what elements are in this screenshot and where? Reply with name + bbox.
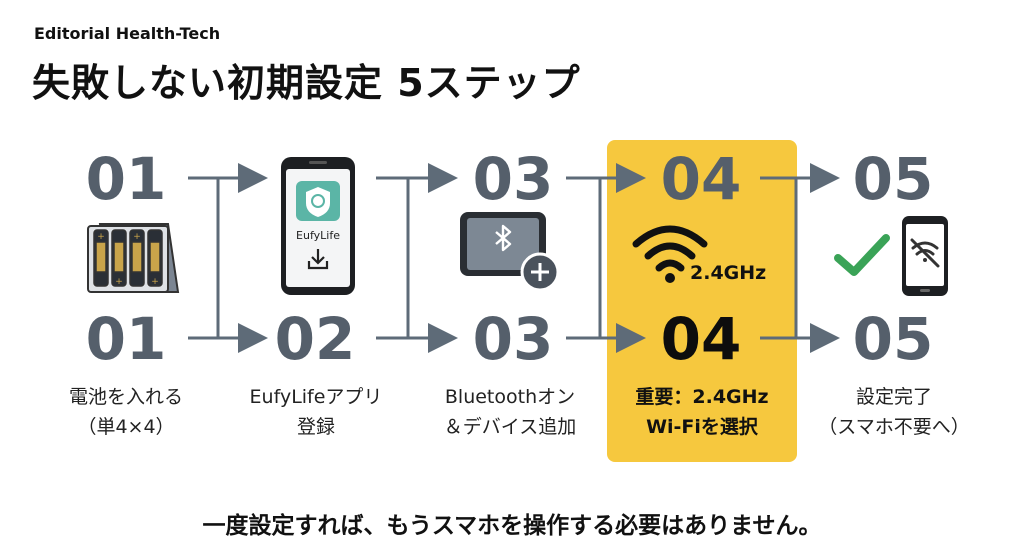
- step4-highlight-panel: [607, 140, 797, 462]
- step4-label-line2: Wi-Fiを選択: [646, 416, 758, 438]
- battery-pack-icon: + + + +: [87, 223, 180, 293]
- svg-text:+: +: [97, 232, 105, 242]
- step2-label-line1: EufyLifeアプリ: [249, 386, 383, 408]
- step4-number: 04: [660, 305, 742, 373]
- svg-text:+: +: [151, 277, 159, 287]
- check-icon: [834, 234, 890, 276]
- svg-text:+: +: [133, 232, 141, 242]
- step1-label-line1: 電池を入れる: [68, 386, 183, 408]
- step3-label: Bluetoothオン ＆デバイス追加: [420, 382, 600, 442]
- step3-label-line2: ＆デバイス追加: [443, 416, 577, 438]
- phone-app-icon: EufyLife: [281, 157, 355, 295]
- step5-label-line1: 設定完了: [855, 386, 932, 408]
- step3-label-line1: Bluetoothオン: [444, 386, 576, 408]
- step4-label-line1: 重要：2.4GHz: [635, 386, 769, 408]
- step1-top-number: 01: [85, 145, 167, 213]
- step2-label-line2: 登録: [296, 416, 335, 438]
- step1-label-line2: （単4×4）: [77, 416, 175, 438]
- step3-top-number: 03: [472, 145, 554, 213]
- svg-text:+: +: [115, 277, 123, 287]
- step5-number: 05: [852, 305, 934, 373]
- wifi-icon: [632, 225, 708, 283]
- phone-wifi-off-icon: [902, 216, 948, 296]
- step3-number: 03: [472, 305, 554, 373]
- step2-number: 02: [274, 305, 356, 373]
- step2-label: EufyLifeアプリ 登録: [226, 382, 406, 442]
- app-name-text: EufyLife: [296, 229, 340, 242]
- step1-label: 電池を入れる （単4×4）: [36, 382, 216, 442]
- step4-label: 重要：2.4GHz Wi-Fiを選択: [612, 382, 792, 442]
- plus-icon: [520, 252, 560, 292]
- step5-label-line2: （スマホ不要へ）: [818, 416, 970, 438]
- wifi-band-label: 2.4GHz: [690, 262, 767, 284]
- download-icon: [307, 249, 329, 270]
- step4-top-number: 04: [660, 145, 742, 213]
- step5-label: 設定完了 （スマホ不要へ）: [804, 382, 984, 442]
- brand-label: Editorial Health-Tech: [34, 24, 221, 43]
- footer-message: 一度設定すれば、もうスマホを操作する必要はありません。: [202, 513, 822, 539]
- step1-number: 01: [85, 305, 167, 373]
- bluetooth-tablet-icon: [460, 212, 560, 292]
- page-title: 失敗しない初期設定 5ステップ: [32, 61, 581, 105]
- step5-top-number: 05: [852, 145, 934, 213]
